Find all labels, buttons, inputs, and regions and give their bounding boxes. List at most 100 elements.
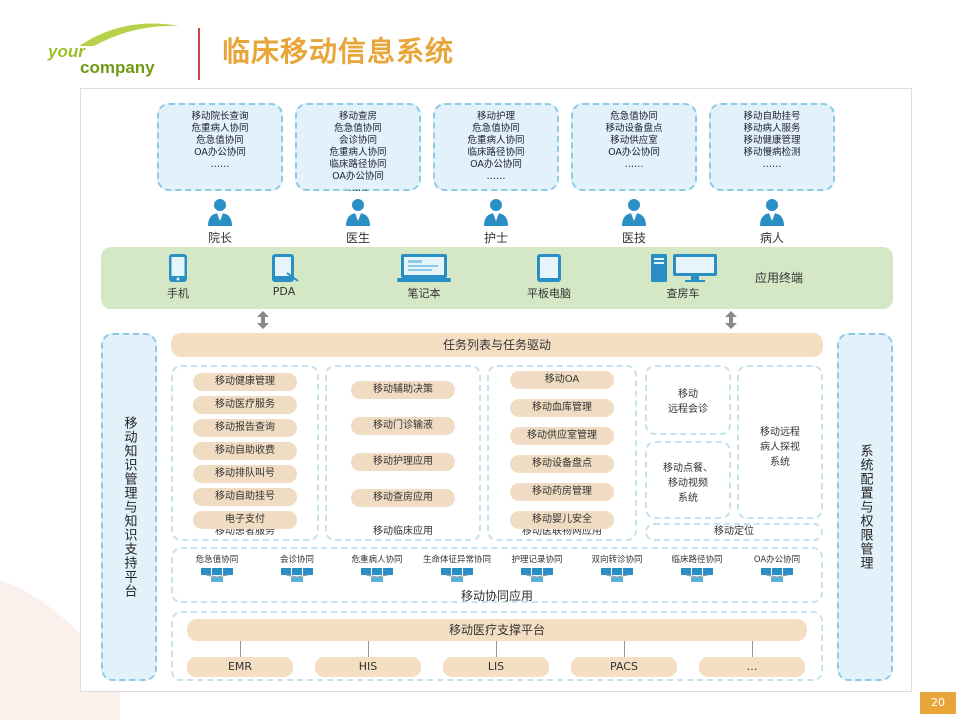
terminal-label: 平板电脑: [527, 287, 571, 300]
role-duty: 移动病人服务: [743, 123, 801, 134]
remote-consult-box: 移动 远程会诊: [645, 365, 731, 435]
person-icon: [346, 199, 370, 226]
column-caption: 移动患者服务: [215, 526, 275, 537]
role-duty: 临床路径协同: [467, 147, 525, 158]
coop-label: 危重病人协同: [351, 555, 403, 565]
terminal-band: 手机 PDA 笔记本 平板电脑 查房车 应用终端: [101, 247, 893, 309]
terminal-laptop: 笔记本: [397, 253, 451, 301]
connector-line: [624, 641, 625, 657]
role-label: 病人: [759, 231, 784, 245]
phone-icon: [169, 254, 187, 282]
role-duty: 移动健康管理: [743, 135, 801, 146]
app-pill: 移动报告查询: [193, 419, 297, 437]
network-devices-icon: [441, 568, 473, 582]
connector-line: [752, 641, 753, 657]
clinical-app-column: 移动临床应用 移动辅助决策移动门诊输液移动护理应用移动查房应用: [325, 365, 481, 541]
app-pill: 移动医疗服务: [193, 396, 297, 414]
role-label: 护士: [483, 231, 508, 245]
coop-item: 护理记录协同: [499, 553, 575, 583]
role-duty: ……: [348, 183, 368, 194]
role-duty: OA办公协同: [194, 147, 246, 158]
coop-label: 临床路径协同: [671, 555, 723, 565]
network-devices-icon: [681, 568, 713, 582]
role-duty: ……: [210, 159, 230, 170]
remote-visit-box: 移动远程 病人探视 系统: [737, 365, 823, 519]
platform-title: 移动医疗支撑平台: [187, 619, 807, 641]
role-duty: ……: [762, 159, 782, 170]
role-duty: 危急值协同: [334, 123, 382, 134]
app-pill: 移动门诊输液: [351, 417, 455, 435]
coop-label: 危急值协同: [195, 555, 239, 565]
role-label: 医技: [621, 231, 646, 245]
platform-system: PACS: [571, 657, 677, 677]
connector-line: [368, 641, 369, 657]
coop-label: 生命体征异常协同: [422, 555, 491, 565]
double-arrow-icon: [257, 311, 269, 329]
role-duty: 危急值协同: [196, 135, 244, 146]
role-label: 院长: [207, 231, 232, 245]
laptop-icon: [397, 254, 451, 282]
app-pill: 移动辅助决策: [351, 381, 455, 399]
role-label: 医生: [345, 231, 370, 245]
connector-line: [496, 641, 497, 657]
knowledge-platform-label: 移动知识管理与知识支持平台: [121, 416, 137, 598]
desktop-cart-icon: [651, 254, 717, 282]
company-logo: your company: [44, 20, 184, 90]
role-duty: 危重病人协同: [329, 147, 387, 158]
app-pill: 移动自助挂号: [193, 488, 297, 506]
role-duty: 移动自助挂号: [743, 111, 801, 122]
meal-video-box: 移动点餐、 移动视频 系统: [645, 441, 731, 519]
coop-item: 临床路径协同: [659, 553, 735, 583]
tablet-icon: [537, 254, 561, 282]
coop-caption: 移动协同应用: [460, 589, 533, 603]
app-pill: 移动供应室管理: [510, 427, 614, 445]
role-duty: OA办公协同: [470, 159, 522, 170]
terminal-cart: 查房车: [647, 253, 719, 301]
title-separator: [198, 28, 200, 80]
network-devices-icon: [521, 568, 553, 582]
coop-item: 双向转诊协同: [579, 553, 655, 583]
app-pill: 移动查房应用: [351, 489, 455, 507]
page-number: 20: [920, 692, 956, 714]
role-duty: 移动查房: [338, 111, 377, 122]
role-duty: 移动慢病检测: [743, 147, 801, 158]
logo-swoosh-icon: [79, 23, 179, 46]
role-duty: ……: [486, 171, 506, 182]
person-icon: [622, 199, 646, 226]
page-title: 临床移动信息系统: [222, 35, 455, 68]
network-devices-icon: [281, 568, 313, 582]
person-icon: [760, 199, 784, 226]
app-pill: 移动婴儿安全: [510, 511, 614, 529]
logo-company: company: [80, 58, 155, 77]
person-icon: [208, 199, 232, 226]
logo-your: your: [48, 42, 85, 61]
network-devices-icon: [201, 568, 233, 582]
role-duty: OA办公协同: [608, 147, 660, 158]
coop-label: OA办公协同: [753, 555, 801, 565]
coop-section: 危急值协同 会诊协同 危重病人协同 生命体征异常协同护理记录协同 双向转诊协同 临床路径协…: [171, 547, 823, 603]
task-bar: 任务列表与任务驱动: [171, 333, 823, 357]
app-pill: 移动药房管理: [510, 483, 614, 501]
person-icon: [484, 199, 508, 226]
role-duty: 移动院长查询: [191, 111, 249, 122]
coop-item: 会诊协同: [259, 553, 335, 583]
coop-item: 危重病人协同: [339, 553, 415, 583]
pda-icon: [272, 254, 299, 282]
role-duty: 移动护理: [476, 111, 515, 122]
terminal-label: 手机: [167, 287, 189, 300]
role-figure: 医技: [604, 197, 664, 246]
role-duties-box: 移动自助挂号移动病人服务移动健康管理移动慢病检测……: [709, 103, 835, 191]
patient-service-column: 移动患者服务 移动健康管理移动医疗服务移动报告查询移动自助收费移动排队叫号移动自…: [171, 365, 319, 541]
coop-label: 双向转诊协同: [591, 555, 643, 565]
coop-item: OA办公协同: [739, 553, 815, 583]
terminal-tablet: 平板电脑: [527, 253, 571, 301]
platform-system: …: [699, 657, 805, 677]
app-pill: 移动健康管理: [193, 373, 297, 391]
terminal-phone: 手机: [167, 253, 189, 301]
app-pill: 移动设备盘点: [510, 455, 614, 473]
coop-item: 生命体征异常协同: [419, 553, 495, 583]
app-pill: 移动血库管理: [510, 399, 614, 417]
